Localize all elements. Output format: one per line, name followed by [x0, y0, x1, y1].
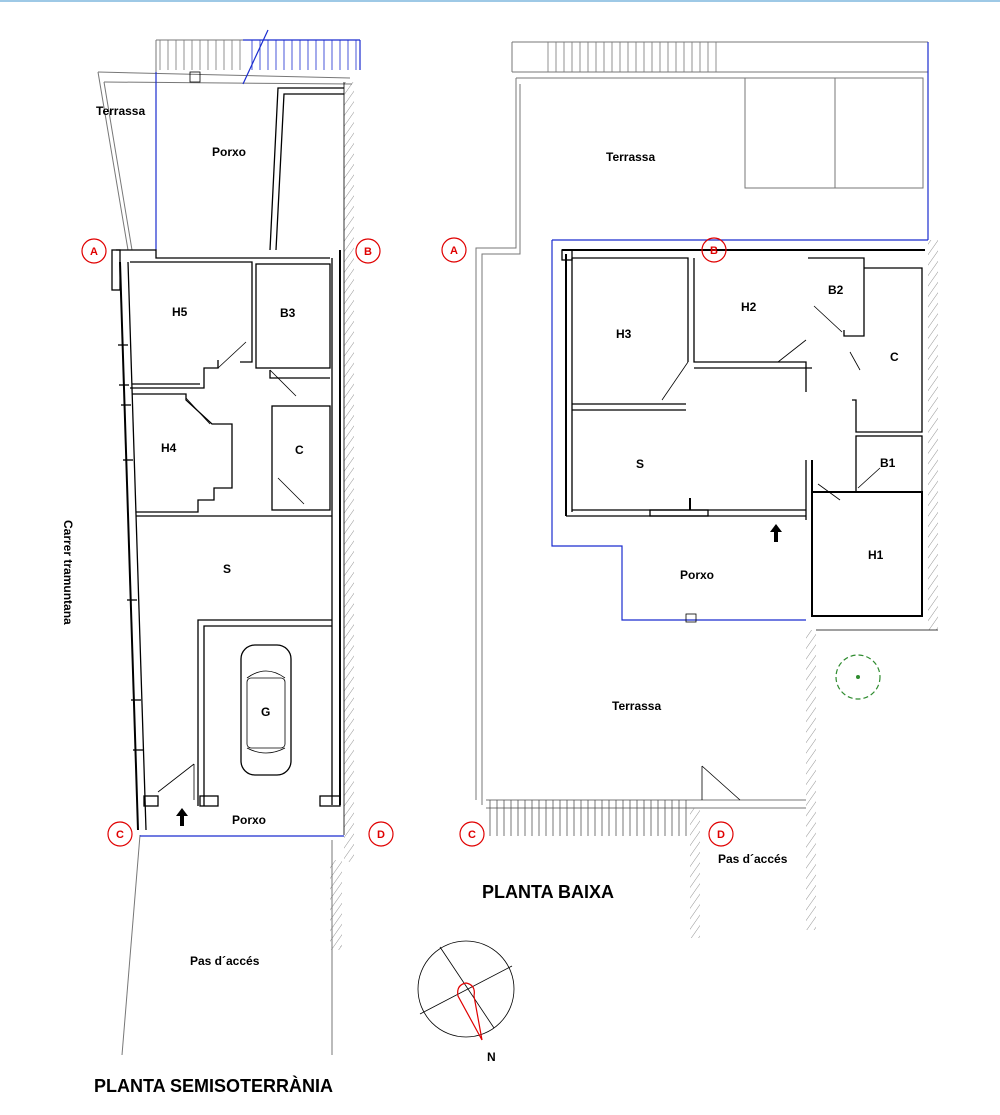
pas-acces-right: Pas d´accés — [718, 852, 788, 866]
plan-baixa — [475, 41, 938, 938]
north-compass-icon — [417, 940, 515, 1041]
room-b2: B2 — [828, 283, 844, 297]
retaining-wall-hatch — [344, 82, 354, 862]
room-h3: H3 — [616, 327, 632, 341]
marker-c-left: C — [116, 829, 124, 841]
room-s-left: S — [223, 562, 231, 576]
room-h1: H1 — [868, 548, 884, 562]
room-b1: B1 — [880, 456, 896, 470]
marker-b-left: B — [364, 246, 372, 258]
room-g: G — [261, 705, 270, 719]
plan-semisoterrania — [97, 29, 361, 1056]
retaining-wall-hatch — [928, 240, 938, 630]
room-h4: H4 — [161, 441, 177, 455]
street-label: Carrer tramuntana — [61, 520, 75, 625]
boundary-top — [97, 71, 351, 79]
room-c-left: C — [295, 443, 304, 457]
room-terrassa-left: Terrassa — [96, 104, 145, 118]
entry-arrow-icon — [770, 524, 782, 542]
title-baixa: PLANTA BAIXA — [482, 882, 614, 902]
marker-b-right: B — [710, 245, 718, 257]
room-porxo-right: Porxo — [680, 568, 714, 582]
marker-d-right: D — [717, 829, 725, 841]
room-porxo-top-left: Porxo — [212, 145, 246, 159]
room-h5: H5 — [172, 305, 188, 319]
entry-arrow-icon — [176, 808, 188, 826]
top-border — [0, 0, 1000, 2]
car-icon — [240, 644, 292, 776]
room-porxo-bottom-left: Porxo — [232, 813, 266, 827]
top-stair — [155, 39, 360, 72]
compass-north-label: N — [487, 1050, 496, 1064]
marker-d-left: D — [377, 829, 385, 841]
room-c-right: C — [890, 350, 899, 364]
marker-c-right: C — [468, 829, 476, 841]
tree-icon — [835, 654, 881, 700]
room-s-right: S — [636, 457, 644, 471]
boundary-bottom-left — [121, 834, 141, 1056]
room-terrassa-bottom-right: Terrassa — [612, 699, 661, 713]
room-h2: H2 — [741, 300, 757, 314]
pas-acces-left: Pas d´accés — [190, 954, 260, 968]
marker-a-left: A — [90, 246, 98, 258]
title-semisoterrania: PLANTA SEMISOTERRÀNIA — [94, 1075, 333, 1096]
room-b3: B3 — [280, 306, 296, 320]
marker-a-right: A — [450, 245, 458, 257]
room-terrassa-top-right: Terrassa — [606, 150, 655, 164]
